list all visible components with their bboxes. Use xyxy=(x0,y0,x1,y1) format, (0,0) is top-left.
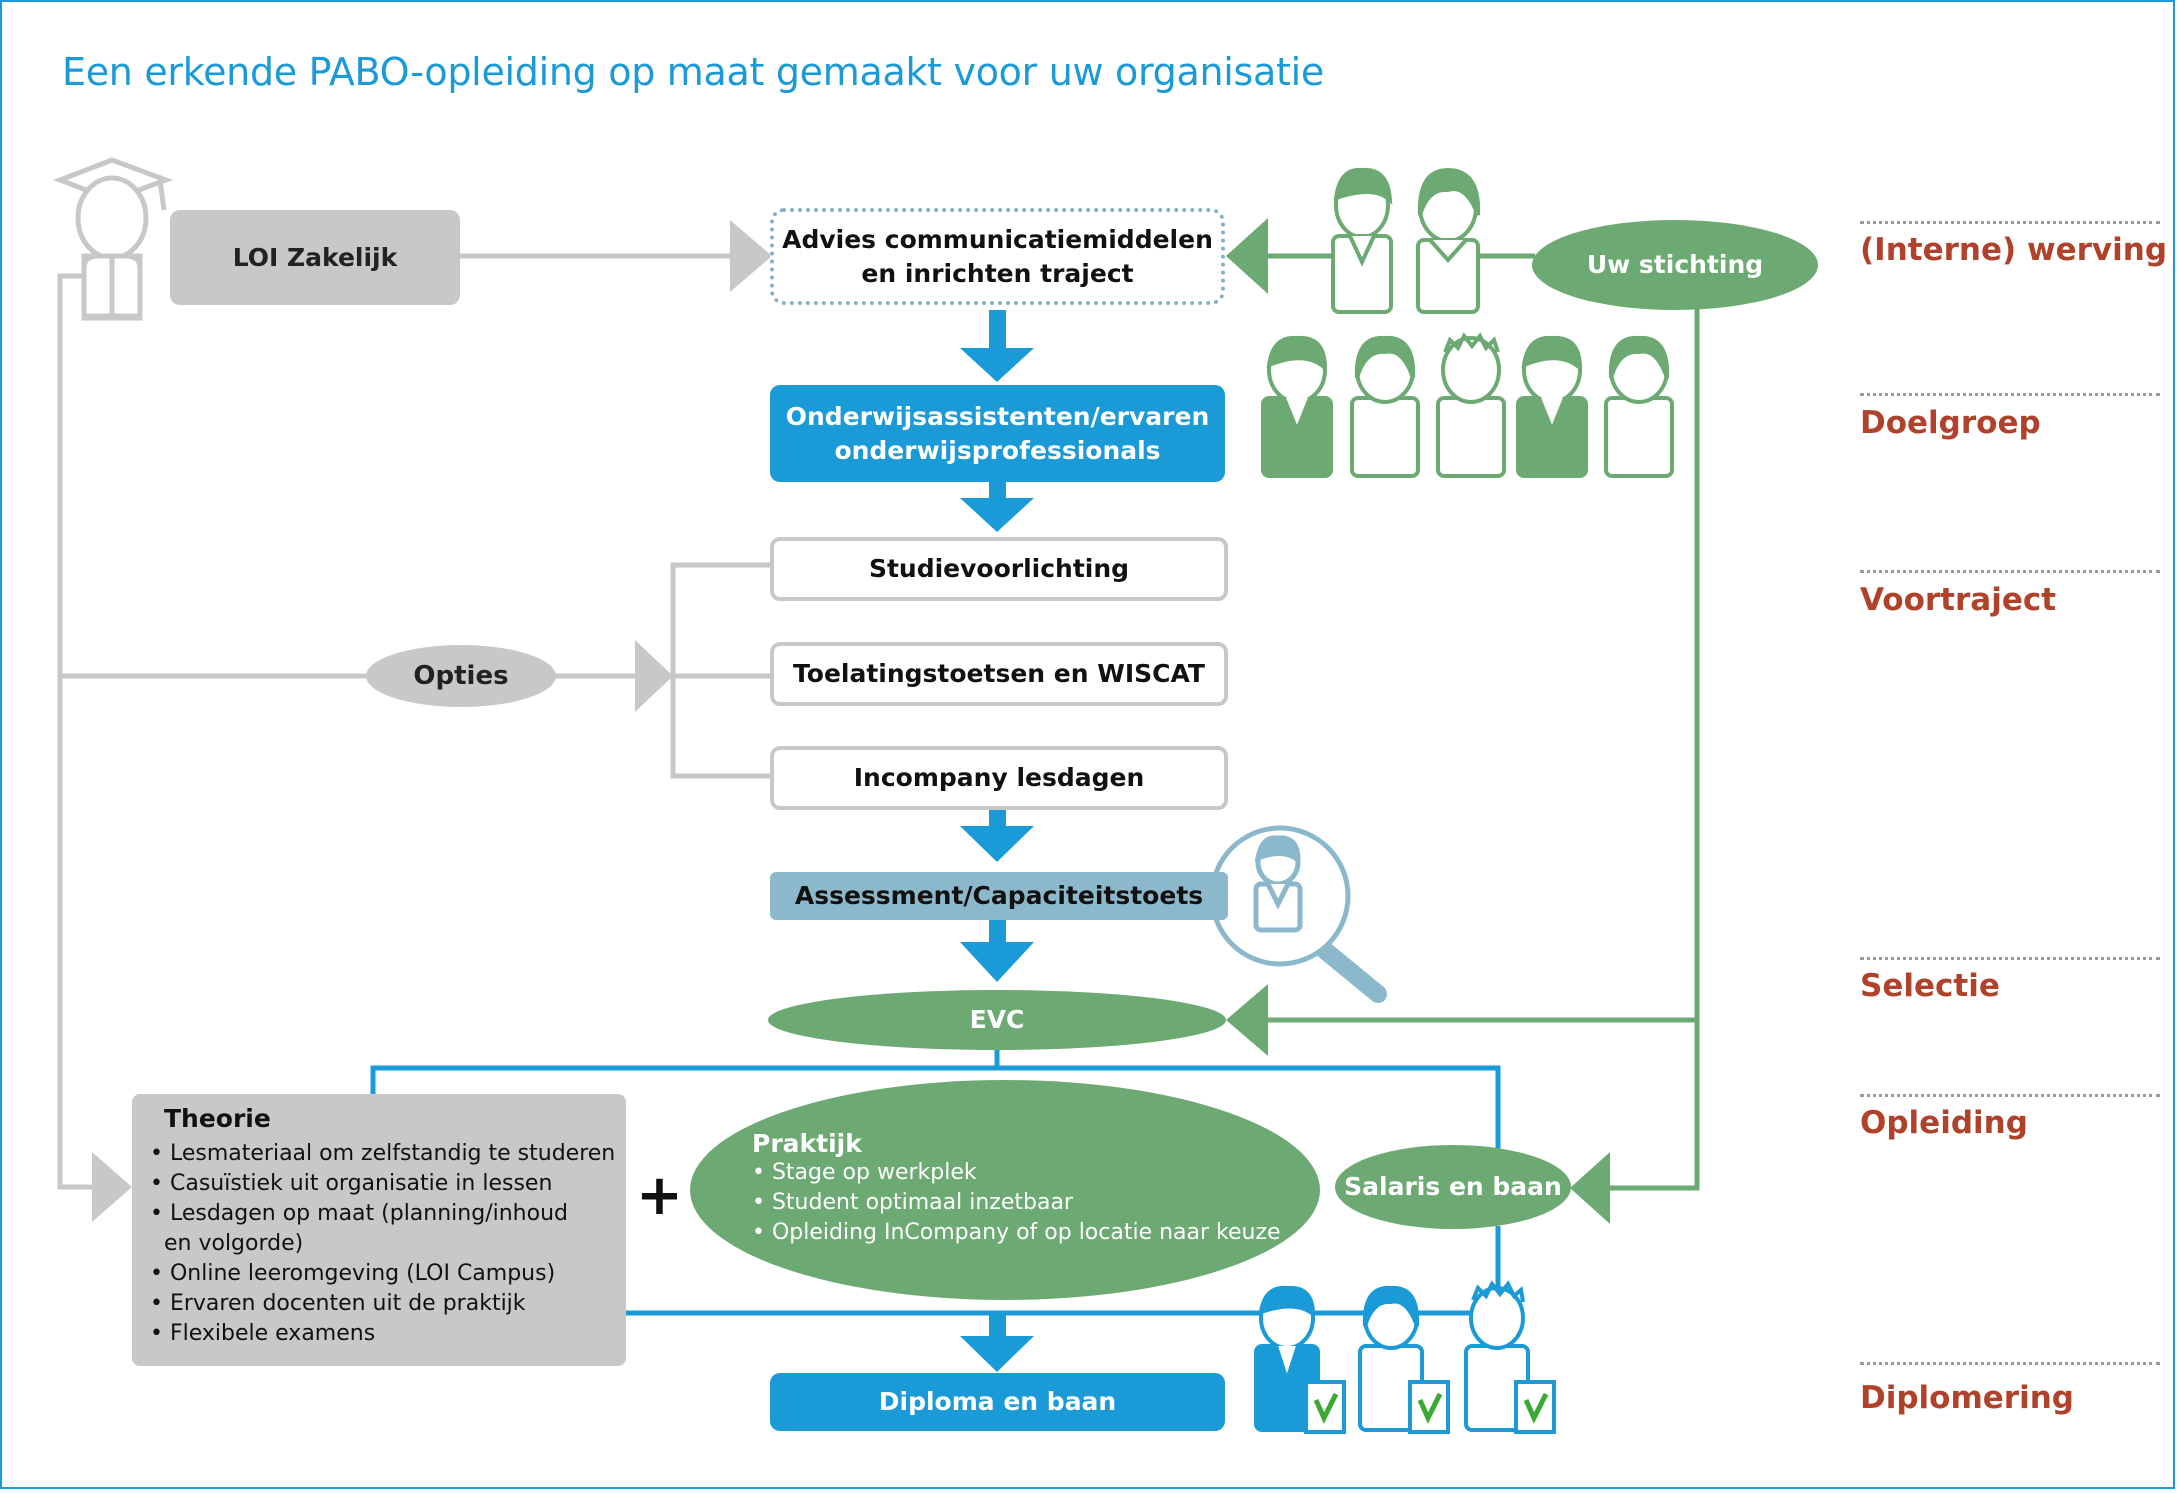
graduate-icon xyxy=(53,157,174,321)
page-title: Een erkende PABO-opleiding op maat gemaa… xyxy=(62,50,1324,94)
advies-line-2: en inrichten traject xyxy=(861,258,1134,288)
magnifier-person-icon xyxy=(1209,825,1387,1003)
phase-diplomering: Diplomering xyxy=(1860,1380,2074,1416)
diploma-box: Diploma en baan xyxy=(770,1373,1225,1431)
onderwijs-line-2: onderwijsprofessionals xyxy=(834,435,1161,465)
phase-selectie: Selectie xyxy=(1860,968,2000,1004)
theorie-item: en volgorde) xyxy=(150,1231,304,1256)
graduates-checked-icon xyxy=(1254,1280,1556,1434)
phase-divider xyxy=(1860,393,2160,396)
praktijk-item: • Student optimaal inzetbaar xyxy=(752,1190,1073,1215)
phase-werving: (Interne) werving xyxy=(1860,232,2168,268)
theorie-item: • Lesmateriaal om zelfstandig te studere… xyxy=(150,1141,616,1166)
praktijk-title: Praktijk xyxy=(752,1129,862,1158)
staff-pair-icon xyxy=(1331,167,1481,314)
theorie-title: Theorie xyxy=(164,1104,271,1133)
phase-doelgroep: Doelgroep xyxy=(1860,405,2041,441)
phase-opleiding: Opleiding xyxy=(1860,1105,2028,1141)
assessment-box: Assessment/Capaciteitstoets xyxy=(770,872,1228,920)
salaris-oval: Salaris en baan xyxy=(1335,1145,1571,1229)
onderwijs-box: Onderwijsassistenten/ervaren onderwijspr… xyxy=(770,385,1225,482)
green-connectors xyxy=(1262,253,1700,1191)
target-group-icon xyxy=(1261,332,1674,478)
praktijk-oval: Praktijk • Stage op werkplek • Student o… xyxy=(690,1080,1320,1300)
grey-arrowheads xyxy=(92,220,772,1222)
phase-divider xyxy=(1860,1094,2160,1097)
advies-box: Advies communicatiemiddelen en inrichten… xyxy=(770,208,1225,305)
onderwijs-line-1: Onderwijsassistenten/ervaren xyxy=(785,401,1210,431)
theorie-list: • Lesmateriaal om zelfstandig te studere… xyxy=(150,1139,626,1349)
phase-divider xyxy=(1860,570,2160,573)
opties-oval: Opties xyxy=(366,645,556,707)
praktijk-item: • Stage op werkplek xyxy=(752,1160,977,1185)
studievoorlichting-box: Studievoorlichting xyxy=(770,537,1228,601)
theorie-item: • Lesdagen op maat (planning/inhoud xyxy=(150,1201,568,1226)
evc-oval: EVC xyxy=(768,990,1226,1050)
phase-divider xyxy=(1860,221,2160,224)
theorie-item: • Ervaren docenten uit de praktijk xyxy=(150,1291,526,1316)
praktijk-list: • Stage op werkplek • Student optimaal i… xyxy=(752,1158,1320,1248)
incompany-box: Incompany lesdagen xyxy=(770,746,1228,810)
uw-stichting-oval: Uw stichting xyxy=(1532,220,1818,310)
advies-line-1: Advies communicatiemiddelen xyxy=(782,224,1213,254)
phase-divider xyxy=(1860,957,2160,960)
phase-divider xyxy=(1860,1362,2160,1365)
theorie-item: • Online leeromgeving (LOI Campus) xyxy=(150,1261,556,1286)
praktijk-item: • Opleiding InCompany of op locatie naar… xyxy=(752,1220,1281,1245)
phase-voortraject: Voortraject xyxy=(1860,582,2057,618)
grey-connectors xyxy=(57,253,770,1190)
theorie-box: Theorie • Lesmateriaal om zelfstandig te… xyxy=(132,1094,626,1366)
blue-down-arrows xyxy=(960,310,1034,1372)
theorie-item: • Casuïstiek uit organisatie in lessen xyxy=(150,1171,553,1196)
plus-sign: + xyxy=(636,1163,683,1228)
toelatingstoetsen-box: Toelatingstoetsen en WISCAT xyxy=(770,642,1228,706)
loi-zakelijk-box: LOI Zakelijk xyxy=(170,210,460,305)
green-arrowheads xyxy=(1226,218,1610,1224)
theorie-item: • Flexibele examens xyxy=(150,1321,376,1346)
